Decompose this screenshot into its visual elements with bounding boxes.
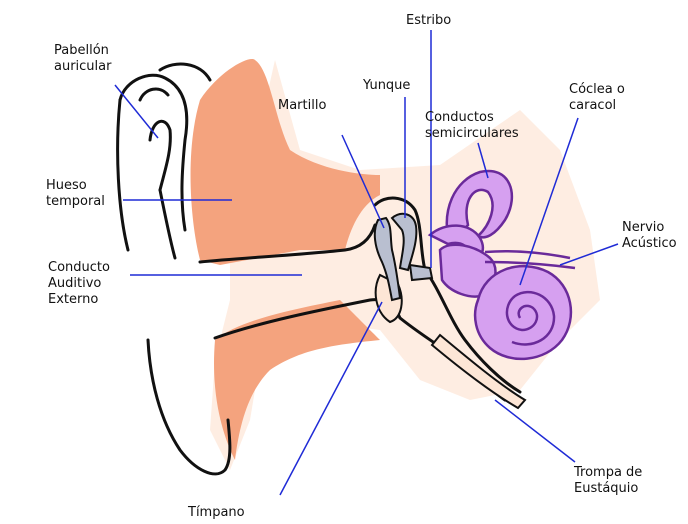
- label-martillo: Martillo: [278, 98, 326, 114]
- label-timpano: Tímpano: [188, 505, 245, 521]
- leader-pabellon: [115, 85, 158, 138]
- leader-trompa: [495, 400, 575, 462]
- stapes-shape: [410, 265, 432, 280]
- label-estribo: Estribo: [406, 13, 451, 29]
- label-yunque: Yunque: [363, 78, 410, 94]
